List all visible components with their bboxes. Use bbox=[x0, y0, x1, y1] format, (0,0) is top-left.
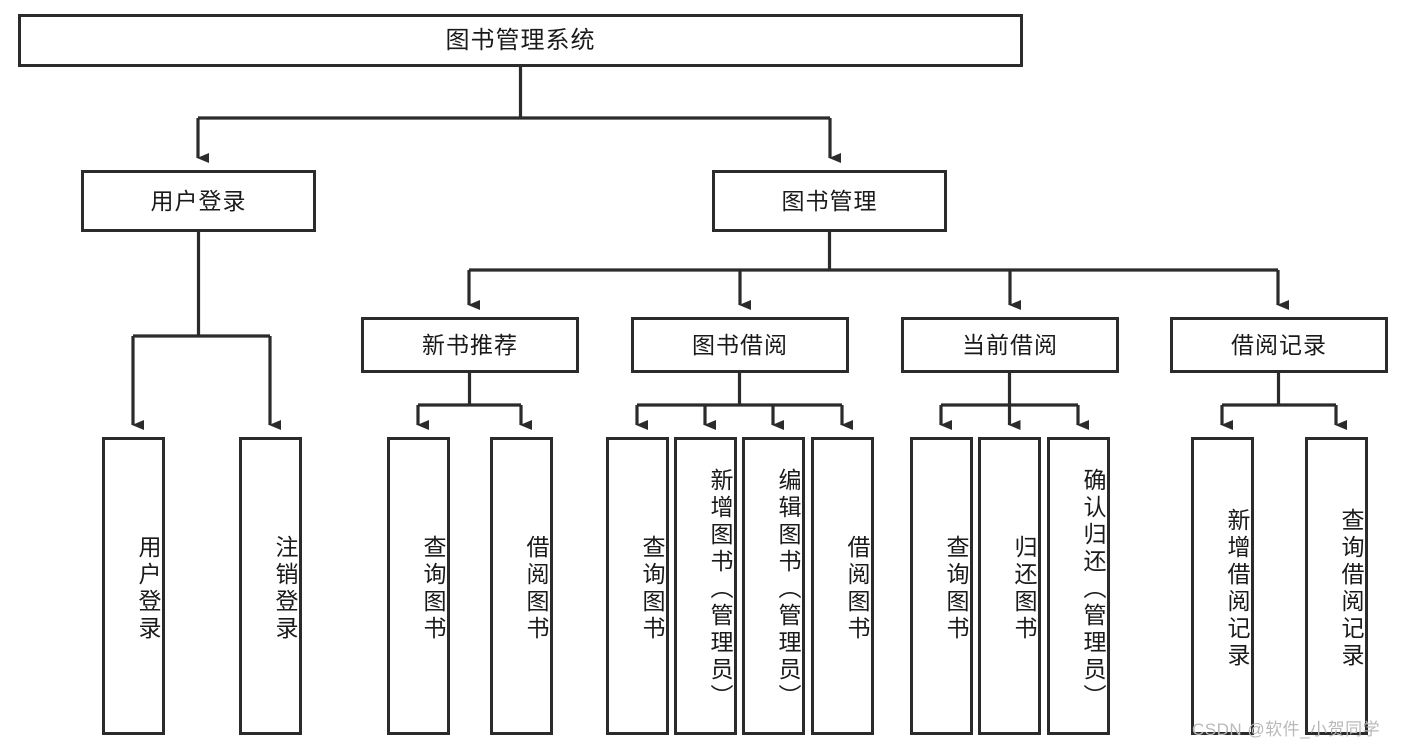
leaf-recommend-borrow-book[interactable]: 借阅图书 bbox=[490, 437, 553, 735]
node-label: 借阅记录 bbox=[1231, 331, 1327, 358]
node-book-borrow[interactable]: 图书借阅 bbox=[631, 317, 849, 373]
node-book-management[interactable]: 图书管理 bbox=[712, 170, 947, 232]
leaf-record-add-record[interactable]: 新增借阅记录 bbox=[1191, 437, 1254, 735]
node-label: 新书推荐 bbox=[422, 331, 518, 358]
node-root-system[interactable]: 图书管理系统 bbox=[18, 14, 1023, 67]
node-label: 用户登录 bbox=[135, 535, 161, 643]
leaf-borrow-borrow-book[interactable]: 借阅图书 bbox=[811, 437, 874, 735]
leaf-recommend-query-book[interactable]: 查询图书 bbox=[387, 437, 450, 735]
node-label: 编辑图书（管理员） bbox=[775, 467, 801, 711]
node-label: 查询图书 bbox=[943, 535, 969, 643]
node-label: 用户登录 bbox=[150, 187, 247, 214]
node-label: 借阅图书 bbox=[844, 535, 870, 643]
node-label: 确认归还（管理员） bbox=[1080, 467, 1106, 711]
node-label: 查询图书 bbox=[420, 535, 446, 643]
node-label: 新增借阅记录 bbox=[1224, 508, 1250, 670]
leaf-borrow-query-book[interactable]: 查询图书 bbox=[606, 437, 669, 735]
node-current-borrow[interactable]: 当前借阅 bbox=[901, 317, 1119, 373]
leaf-borrow-edit-book-admin[interactable]: 编辑图书（管理员） bbox=[742, 437, 805, 735]
node-label: 图书管理 bbox=[781, 187, 878, 214]
node-label: 图书管理系统 bbox=[445, 26, 596, 54]
node-new-book-recommend[interactable]: 新书推荐 bbox=[361, 317, 579, 373]
leaf-record-query-record[interactable]: 查询借阅记录 bbox=[1305, 437, 1368, 735]
csdn-watermark: CSDN @软件_小贺同学 bbox=[1192, 720, 1381, 739]
node-label: 归还图书 bbox=[1011, 535, 1037, 643]
leaf-current-query-book[interactable]: 查询图书 bbox=[910, 437, 973, 735]
leaf-user-login-login[interactable]: 用户登录 bbox=[102, 437, 165, 735]
leaf-current-return-book[interactable]: 归还图书 bbox=[978, 437, 1041, 735]
node-label: 注销登录 bbox=[272, 535, 298, 643]
leaf-borrow-add-book-admin[interactable]: 新增图书（管理员） bbox=[674, 437, 737, 735]
node-label: 当前借阅 bbox=[962, 331, 1058, 358]
node-label: 图书借阅 bbox=[692, 331, 788, 358]
node-label: 借阅图书 bbox=[523, 535, 549, 643]
leaf-user-login-logout[interactable]: 注销登录 bbox=[239, 437, 302, 735]
node-label: 新增图书（管理员） bbox=[707, 467, 733, 711]
leaf-current-confirm-return-admin[interactable]: 确认归还（管理员） bbox=[1047, 437, 1110, 735]
node-borrow-record[interactable]: 借阅记录 bbox=[1170, 317, 1388, 373]
node-label: 查询借阅记录 bbox=[1338, 508, 1364, 670]
node-label: 查询图书 bbox=[639, 535, 665, 643]
node-user-login[interactable]: 用户登录 bbox=[81, 170, 316, 232]
